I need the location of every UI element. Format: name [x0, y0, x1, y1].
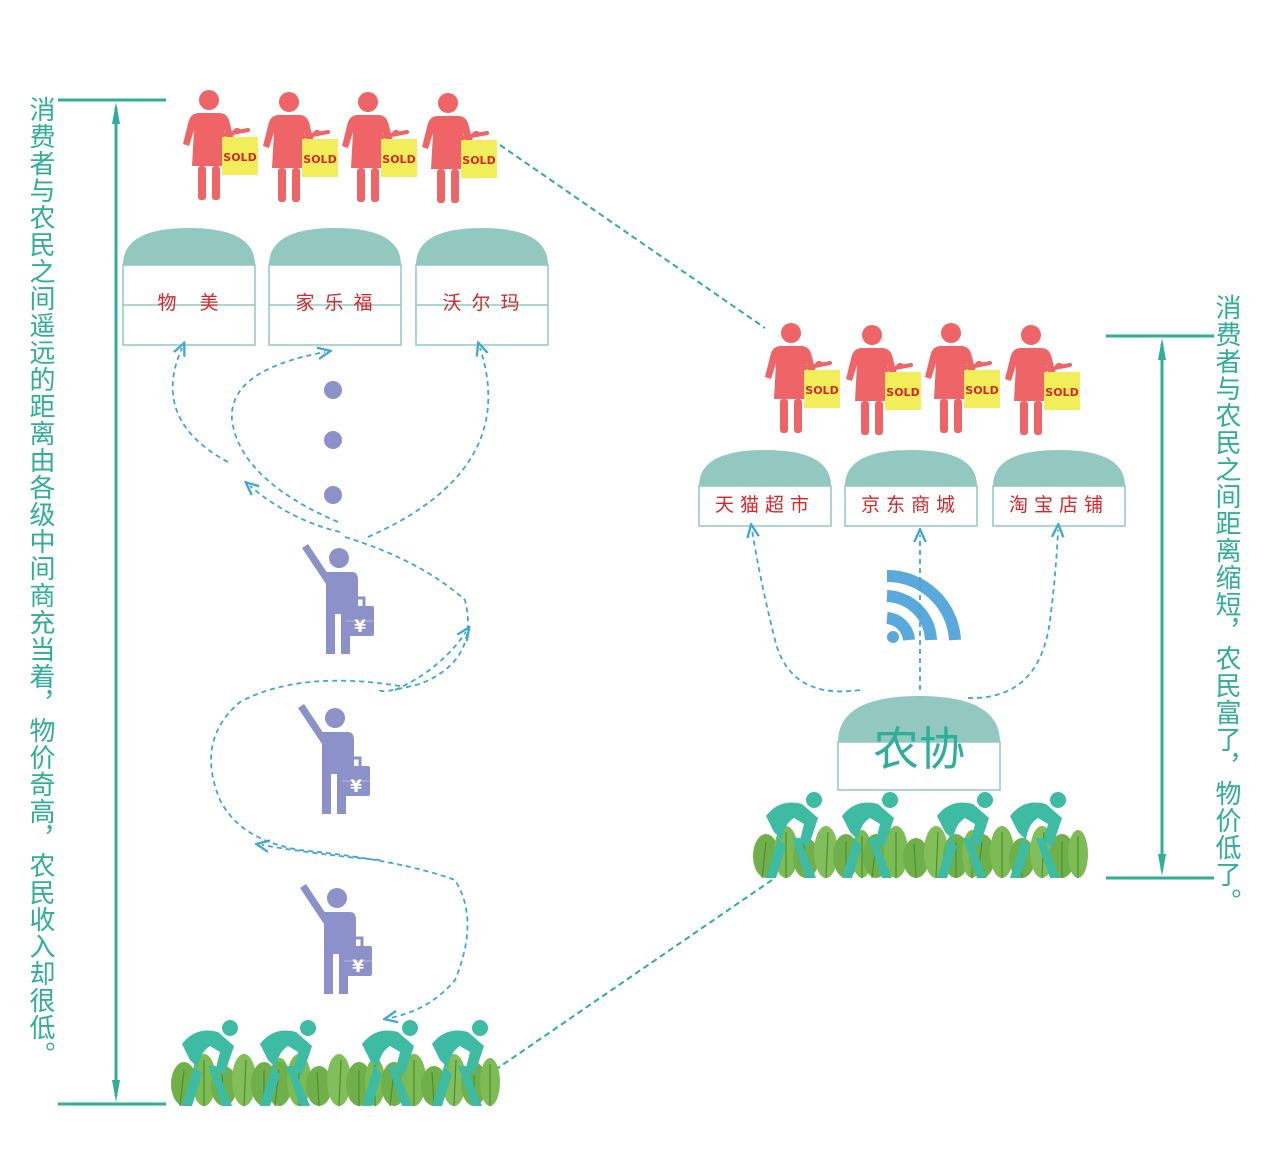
currency-symbol: ¥: [354, 617, 366, 637]
middlemen: ¥ ¥ ¥: [296, 542, 376, 996]
left-farm: [170, 1020, 501, 1107]
currency-symbol: ¥: [352, 957, 364, 977]
right-caption: 消费者与农民之间距离缩短，农民富了，物价低了。: [1211, 294, 1241, 915]
consumer-figure: [844, 323, 923, 437]
left-consumers: [181, 88, 499, 205]
left-store-3: 沃 尔 玛: [415, 228, 549, 346]
right-consumers: [763, 321, 1082, 437]
consumer-figure: [763, 321, 842, 435]
cooperative-label: 农协: [873, 722, 965, 776]
left-store-1: 物 美: [122, 228, 256, 346]
middleman-2: ¥: [296, 702, 372, 816]
consumer-figure: [181, 88, 260, 202]
consumer-figure: [261, 90, 340, 204]
zoom-connectors: [494, 144, 773, 1071]
store-label: 家 乐 福: [295, 292, 374, 314]
store-label: 京东商城: [861, 494, 961, 516]
store-label: 天猫超市: [715, 494, 815, 516]
store-label: 物 美: [157, 292, 220, 314]
left-caption: 消费者与农民之间遥远的距离由各级中间商充当着，物价奇高，农民收入却很低。: [25, 96, 55, 1068]
consumer-figure: [923, 321, 1002, 435]
ellipsis-dots: [324, 381, 342, 504]
consumer-figure: [420, 91, 499, 205]
cooperative: 农协: [837, 696, 1001, 791]
right-bracket: [1106, 334, 1214, 880]
consumer-figure: [1003, 323, 1082, 437]
currency-symbol: ¥: [350, 777, 362, 797]
left-store-2: 家 乐 福: [268, 228, 402, 346]
consumer-figure: [340, 90, 419, 204]
right-store-2: 京东商城: [844, 450, 978, 527]
right-flow-paths: [752, 530, 1058, 699]
store-label: 淘宝店铺: [1009, 494, 1109, 516]
right-store-3: 淘宝店铺: [992, 450, 1126, 527]
left-bracket: [58, 98, 166, 1106]
middleman-1: ¥: [300, 542, 376, 656]
right-farm: [752, 792, 1089, 879]
wifi-icon: [886, 569, 961, 643]
left-flow-paths: [171, 348, 490, 1018]
store-label: 沃 尔 玛: [442, 292, 521, 314]
middleman-3: ¥: [298, 882, 374, 996]
right-store-1: 天猫超市: [698, 450, 832, 527]
